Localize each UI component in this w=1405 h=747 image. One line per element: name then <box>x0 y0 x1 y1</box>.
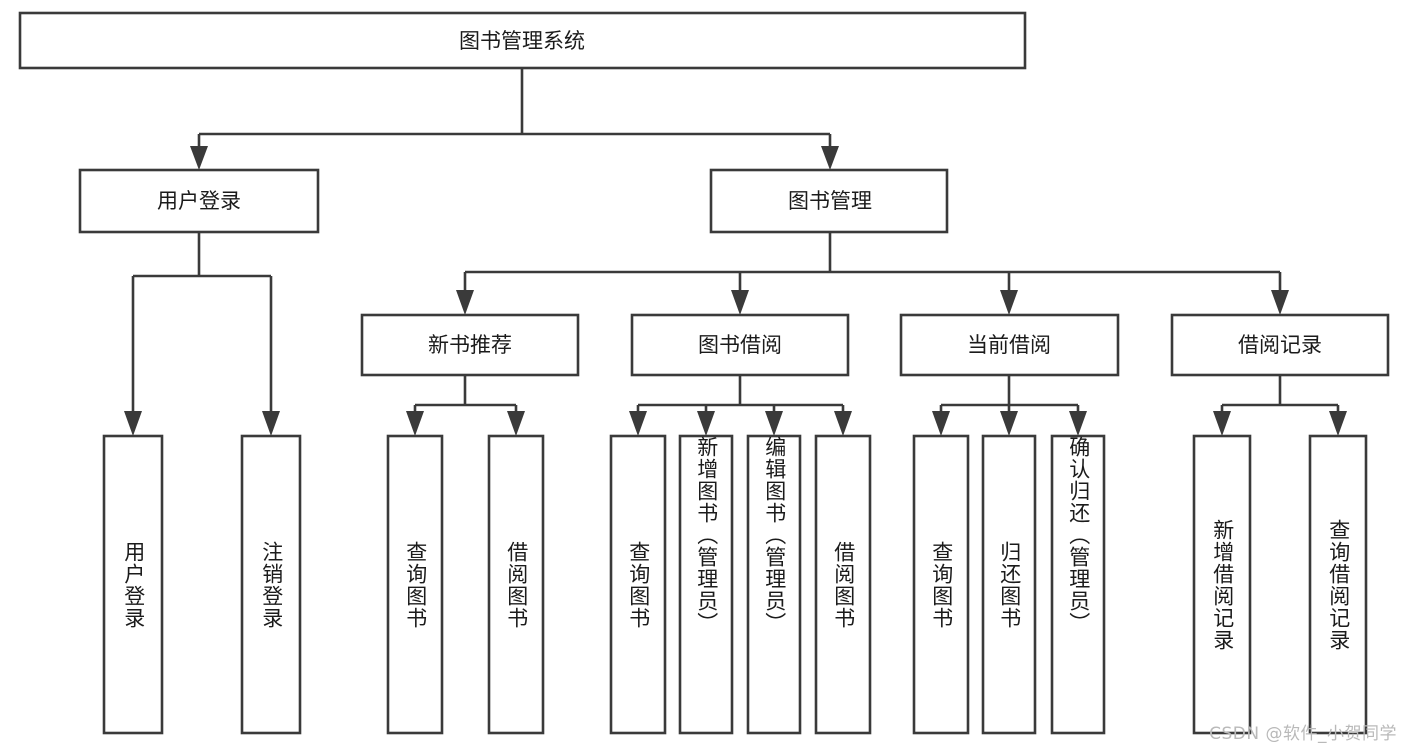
arrow-head-leaf-borrow-book-2 <box>834 411 852 436</box>
node-new-book-recommend-box[interactable] <box>360 313 580 377</box>
node-user-login-box[interactable] <box>78 168 320 234</box>
leaf-box-borrow-book-1[interactable] <box>487 434 545 735</box>
connector-group-borrow-record <box>1213 375 1347 436</box>
arrow-head-leaf-user-logout <box>262 411 280 436</box>
arrow-head-leaf-return-book <box>1000 411 1018 436</box>
node-book-manage-label: 图书管理 <box>788 189 872 213</box>
arrow-head-user-login <box>190 146 208 170</box>
leaf-box-user-login[interactable] <box>102 434 164 735</box>
node-current-borrow[interactable]: 当前借阅 <box>899 313 1120 377</box>
leaf-box-add-record[interactable] <box>1192 434 1252 735</box>
arrow-head-borrow-record <box>1271 290 1289 315</box>
node-book-manage[interactable]: 图书管理 <box>709 168 949 234</box>
arrow-head-leaf-edit-book <box>765 411 783 436</box>
node-new-book-recommend-label: 新书推荐 <box>428 333 512 357</box>
node-book-manage-box[interactable] <box>709 168 949 234</box>
node-new-book-recommend[interactable]: 新书推荐 <box>360 313 580 377</box>
arrow-head-book-manage <box>821 146 839 170</box>
leaf-box-query-book-3[interactable] <box>912 434 970 735</box>
connector-group-book-manage <box>456 232 1289 315</box>
arrow-head-leaf-query-record <box>1329 411 1347 436</box>
node-book-borrow-box[interactable] <box>630 313 850 377</box>
arrow-head-leaf-borrow-book-1 <box>507 411 525 436</box>
connector-group-new-book-recommend <box>406 375 525 436</box>
node-book-borrow[interactable]: 图书借阅 <box>630 313 850 377</box>
arrow-head-leaf-add-record <box>1213 411 1231 436</box>
leaf-box-query-book-1[interactable] <box>386 434 444 735</box>
node-current-borrow-box[interactable] <box>899 313 1120 377</box>
connector-group-current-borrow <box>932 375 1087 436</box>
leaf-box-confirm-return[interactable] <box>1050 434 1106 735</box>
node-current-borrow-label: 当前借阅 <box>967 333 1051 357</box>
arrow-head-leaf-query-book-1 <box>406 411 424 436</box>
leaf-box-edit-book[interactable] <box>746 434 802 735</box>
leaf-boxes <box>102 434 1368 735</box>
node-user-login[interactable]: 用户登录 <box>78 168 320 234</box>
arrow-head-new-book-recommend <box>456 290 474 315</box>
connector-group-book-borrow <box>629 375 852 436</box>
arrow-head-leaf-add-book <box>697 411 715 436</box>
node-borrow-record[interactable]: 借阅记录 <box>1170 313 1390 377</box>
connector-group-root <box>190 68 839 170</box>
arrow-head-leaf-query-book-2 <box>629 411 647 436</box>
arrow-head-leaf-confirm-return <box>1069 411 1087 436</box>
leaf-box-query-book-2[interactable] <box>609 434 667 735</box>
arrow-head-current-borrow <box>1000 290 1018 315</box>
leaf-box-borrow-book-2[interactable] <box>814 434 872 735</box>
arrow-head-leaf-query-book-3 <box>932 411 950 436</box>
arrow-head-book-borrow <box>731 290 749 315</box>
arrow-head-leaf-user-login <box>124 411 142 436</box>
leaf-box-query-record[interactable] <box>1308 434 1368 735</box>
node-borrow-record-label: 借阅记录 <box>1238 333 1322 357</box>
node-root-label: 图书管理系统 <box>459 29 585 53</box>
connector-group-user-login <box>124 232 280 436</box>
node-user-login-label: 用户登录 <box>157 189 241 213</box>
node-root-box[interactable] <box>18 11 1027 70</box>
leaf-box-user-logout[interactable] <box>240 434 302 735</box>
node-borrow-record-box[interactable] <box>1170 313 1390 377</box>
leaf-box-return-book[interactable] <box>981 434 1037 735</box>
node-root[interactable]: 图书管理系统 <box>18 11 1027 70</box>
watermark-text: CSDN @软件_小贺同学 <box>1209 724 1397 744</box>
node-book-borrow-label: 图书借阅 <box>698 333 782 357</box>
leaf-box-add-book[interactable] <box>678 434 734 735</box>
